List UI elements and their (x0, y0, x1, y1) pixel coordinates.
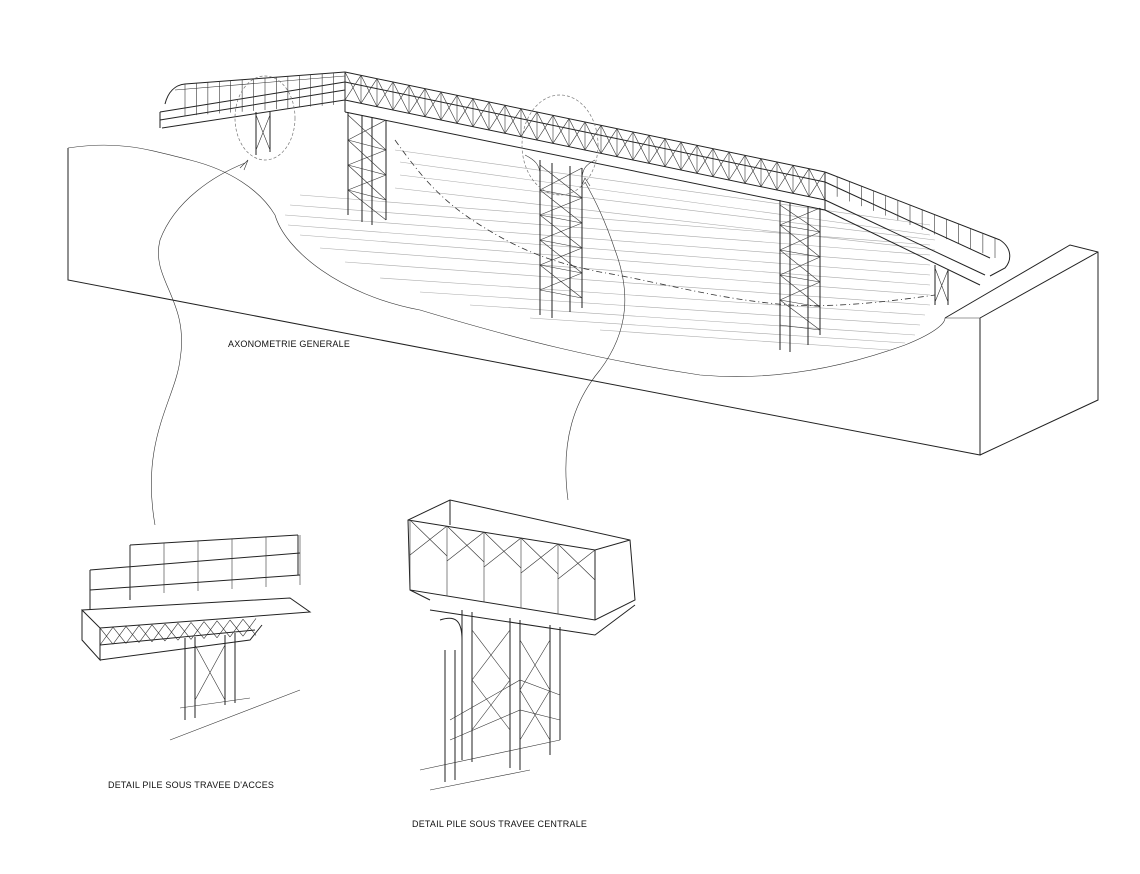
detail-access-pier (80, 534, 312, 741)
detail-access-web (99, 535, 301, 646)
railing-posts (184, 72, 996, 258)
terrain-block (67, 144, 1099, 456)
detail-central-web (409, 519, 596, 614)
pier-right (779, 200, 949, 352)
caption-general: AXONOMETRIE GENERALE (228, 339, 351, 349)
pier-center (524, 154, 596, 318)
callout-markers (151, 75, 626, 526)
caption-detail-central: DETAIL PILE SOUS TRAVEE CENTRALE (412, 819, 588, 829)
detail-central-pier (407, 499, 636, 791)
caption-detail-access: DETAIL PILE SOUS TRAVEE D'ACCES (108, 780, 275, 790)
truss-web (344, 71, 826, 201)
river-surface (284, 139, 936, 351)
pier-left (255, 112, 387, 225)
